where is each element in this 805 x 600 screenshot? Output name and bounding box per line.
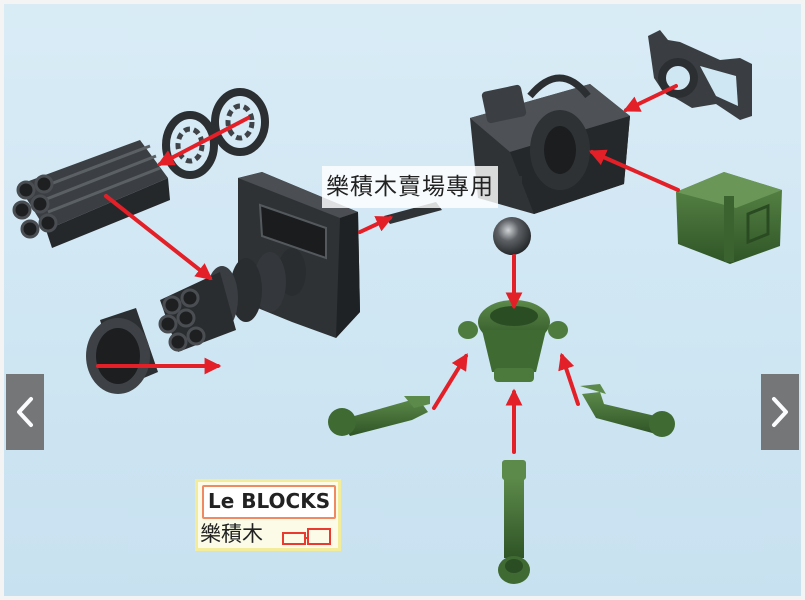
logo-brand-text: Le BLOCKS — [202, 485, 337, 519]
assembly-arrow — [432, 353, 468, 410]
tripod-leg-right-part — [580, 384, 675, 437]
tripod-mount-part — [458, 300, 568, 382]
chevron-left-icon — [17, 397, 33, 427]
ammo-box-part — [676, 172, 782, 264]
star-ring-part — [211, 88, 269, 156]
muzzle-sleeve-part — [86, 308, 158, 394]
logo-chinese-text: 樂積木 — [200, 522, 263, 546]
brand-logo: Le BLOCKS 樂積木 — [195, 479, 341, 551]
tripod-leg-left-part — [328, 396, 430, 436]
watermark-label: 樂積木賣場專用 — [322, 166, 498, 208]
chevron-right-icon — [772, 397, 788, 427]
assembly-arrow — [358, 216, 394, 234]
star-ring-part — [162, 111, 218, 179]
assembly-arrow — [104, 194, 213, 281]
next-image-button[interactable] — [761, 374, 799, 450]
barrel-cluster-part — [12, 140, 170, 248]
assembly-arrow — [558, 352, 580, 406]
brick-logo-icon — [282, 528, 331, 545]
assembly-arrows — [96, 84, 680, 454]
previous-image-button[interactable] — [6, 374, 44, 450]
assembly-arrow — [588, 149, 680, 192]
tripod-leg-bottom-part — [498, 460, 530, 584]
gun-receiver-part — [470, 74, 630, 214]
rotating-barrel-assembly-part — [158, 248, 306, 352]
handle-bracket-part — [648, 30, 752, 120]
ball-joint-part — [493, 217, 531, 255]
assembly-arrow — [157, 116, 250, 166]
assembly-arrow — [622, 84, 678, 112]
